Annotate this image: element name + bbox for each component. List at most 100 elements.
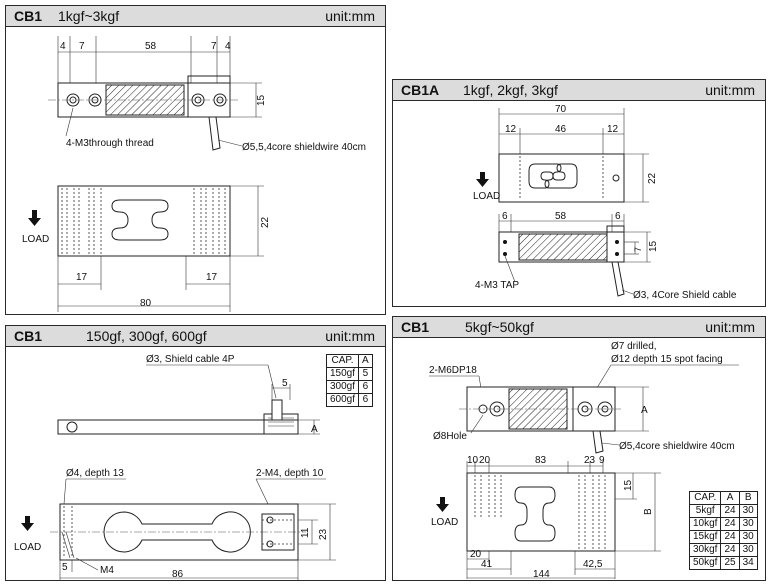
dim-42-5: 42,5 bbox=[583, 559, 603, 570]
dim-A: A bbox=[641, 405, 648, 416]
note-hole: Ø8Hole bbox=[433, 431, 467, 442]
load-indicator: LOAD bbox=[22, 210, 49, 245]
table-cell: 50kgf bbox=[688, 556, 722, 570]
note-m4: M4 bbox=[100, 565, 114, 576]
table-cell: 150gf bbox=[325, 367, 360, 381]
shield-cable bbox=[271, 399, 283, 421]
dim-23: 23 bbox=[584, 455, 596, 466]
cb1-1-3kgf-drawing: 4 7 58 7 4 15 4-M3through thread Ø5,5,4c… bbox=[22, 36, 366, 312]
dim-41: 41 bbox=[481, 559, 493, 570]
dim-15: 15 bbox=[623, 479, 634, 491]
table-cell: 30 bbox=[738, 543, 758, 557]
dim-6b: 6 bbox=[615, 211, 621, 222]
model-label: CB1A bbox=[401, 82, 440, 98]
cb1a-drawing: 70 12 46 12 22 LOAD 6 58 6 bbox=[473, 104, 737, 301]
thread-block bbox=[261, 513, 295, 551]
note-drilled: Ø7 drilled, bbox=[611, 341, 657, 352]
dim-86: 86 bbox=[172, 569, 184, 580]
table-row: 150gf 5 bbox=[325, 367, 373, 381]
tap-hole-1 bbox=[503, 240, 507, 244]
dim-22: 22 bbox=[647, 172, 658, 184]
shield-wire bbox=[592, 430, 604, 454]
side-view-body bbox=[498, 153, 625, 203]
dim-9: 9 bbox=[599, 455, 605, 466]
table-header: A bbox=[358, 354, 373, 368]
load-label: LOAD bbox=[431, 517, 458, 528]
table-row: 15kgf 24 30 bbox=[688, 530, 758, 544]
load-indicator: LOAD bbox=[14, 516, 41, 553]
dim-22: 22 bbox=[260, 216, 271, 228]
strain-gauge-area bbox=[105, 84, 185, 116]
table-cell: 30 bbox=[738, 517, 758, 531]
table-cell: 5kgf bbox=[688, 504, 722, 518]
table-row: 300gf 6 bbox=[325, 380, 373, 394]
capacity-label: 1kgf~3kgf bbox=[58, 8, 120, 24]
table-cell: 5 bbox=[358, 367, 373, 381]
table-header: CAP. bbox=[325, 354, 360, 368]
dim-83: 83 bbox=[535, 455, 547, 466]
cb1-gf-drawing: Ø3, Shield cable 4P 5 A Ø4, depth 13 2-M… bbox=[14, 354, 336, 580]
table-cell: 6 bbox=[358, 393, 373, 407]
dim-144: 144 bbox=[533, 569, 550, 580]
panel-header: CB1 150gf, 300gf, 600gf unit:mm bbox=[6, 326, 385, 347]
note-tap: 4-M3 TAP bbox=[475, 280, 519, 291]
table-row: 5kgf 24 30 bbox=[688, 504, 758, 518]
side-view-body bbox=[57, 185, 231, 257]
load-indicator: LOAD bbox=[431, 497, 458, 528]
table-row: 600gf 6 bbox=[325, 393, 373, 407]
model-label: CB1 bbox=[14, 328, 43, 344]
side-view-body bbox=[57, 419, 299, 435]
table-cell: 6 bbox=[358, 380, 373, 394]
note-cable: Ø3, Shield cable 4P bbox=[146, 354, 235, 365]
dim-7b: 7 bbox=[211, 41, 217, 52]
load-label: LOAD bbox=[22, 234, 49, 245]
table-cell: 30 bbox=[738, 504, 758, 518]
mount-hole bbox=[66, 421, 78, 433]
load-indicator: LOAD bbox=[473, 172, 500, 202]
load-label: LOAD bbox=[473, 191, 500, 202]
top-dimensions: 4 7 58 7 4 bbox=[57, 36, 231, 83]
table-header: CAP. bbox=[688, 491, 722, 505]
dim-12a: 12 bbox=[505, 124, 517, 135]
bending-beam-cutout bbox=[514, 486, 556, 542]
panel-header: CB1 1kgf~3kgf unit:mm bbox=[6, 6, 385, 27]
bending-beam-cutout bbox=[528, 163, 578, 189]
table-cell: 10kgf bbox=[688, 517, 722, 531]
tap-hole-4 bbox=[615, 252, 619, 256]
note-facing: Ø12 depth 15 spot facing bbox=[611, 354, 723, 365]
table-header: A bbox=[720, 491, 740, 505]
down-arrow-icon bbox=[436, 504, 449, 512]
dim-5b: 5 bbox=[62, 562, 68, 573]
note-m6: 2-M6DP18 bbox=[429, 365, 477, 376]
dim-11: 11 bbox=[300, 527, 311, 538]
note-cable: Ø3, 4Core Shield cable bbox=[633, 290, 737, 301]
panel-header: CB1A 1kgf, 2kgf, 3kgf unit:mm bbox=[393, 80, 765, 101]
table-cell: 30kgf bbox=[688, 543, 722, 557]
side-hole bbox=[612, 174, 620, 182]
table-cell: 15kgf bbox=[688, 530, 722, 544]
down-arrow-icon bbox=[476, 179, 489, 187]
dim-7: 7 bbox=[633, 247, 643, 252]
panel-cb1-1-3kgf: CB1 1kgf~3kgf unit:mm 4 7 58 7 4 bbox=[5, 5, 386, 315]
dim-20b: 20 bbox=[470, 549, 482, 560]
strain-gauge-area bbox=[518, 233, 608, 261]
note-thread: 2-M4, depth 10 bbox=[256, 468, 324, 479]
dim-4a: 4 bbox=[60, 41, 66, 52]
unit-label: unit:mm bbox=[705, 319, 755, 335]
dim-70: 70 bbox=[555, 104, 567, 115]
panel-cb1a: CB1A 1kgf, 2kgf, 3kgf unit:mm 70 12 46 1… bbox=[392, 79, 766, 307]
table-header-row: CAP. A bbox=[325, 354, 373, 368]
table-cell: 34 bbox=[738, 556, 758, 570]
dim-4b: 4 bbox=[225, 41, 231, 52]
shield-cable bbox=[611, 261, 625, 297]
capacity-label: 1kgf, 2kgf, 3kgf bbox=[463, 82, 558, 98]
side-thread-lines bbox=[474, 475, 606, 549]
dim-12b: 12 bbox=[607, 124, 619, 135]
dim-15: 15 bbox=[256, 94, 267, 106]
cb1-5-50kgf-drawing: Ø7 drilled, Ø12 depth 15 spot facing 2-M… bbox=[429, 341, 739, 580]
note-wire: Ø5,5,4core shieldwire 40cm bbox=[242, 142, 366, 153]
bending-beam-cutout bbox=[111, 199, 169, 241]
table-row: 50kgf 25 34 bbox=[688, 556, 758, 570]
panel-header: CB1 5kgf~50kgf unit:mm bbox=[393, 317, 765, 338]
dim-7a: 7 bbox=[79, 41, 85, 52]
